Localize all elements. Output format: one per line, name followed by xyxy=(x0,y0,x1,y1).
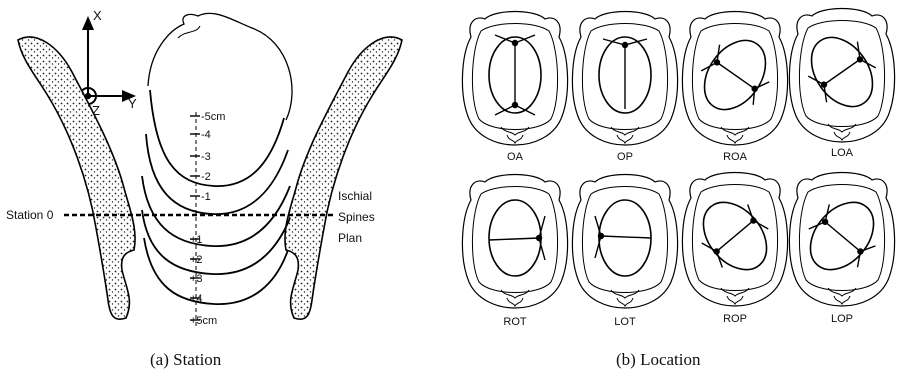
right-pelvic-bone xyxy=(285,37,402,319)
pelvis-outline xyxy=(462,175,567,309)
tick-plus-1: +1 xyxy=(190,234,203,246)
pelvis-outline xyxy=(572,175,677,309)
fontanelle-dot xyxy=(622,42,628,48)
suture-lines xyxy=(701,45,770,107)
location-label-op: OP xyxy=(617,151,633,163)
tick-minus-4: -4 xyxy=(201,129,211,141)
location-glyph-roa xyxy=(682,12,787,146)
tick-plus-4: +4 xyxy=(190,293,203,305)
location-glyph-rop xyxy=(682,173,787,307)
axis-indicator xyxy=(80,16,136,104)
fetal-head xyxy=(689,27,783,125)
left-pelvic-bone xyxy=(18,37,135,319)
fetal-head xyxy=(489,35,541,115)
fontanelle-dot xyxy=(750,84,759,93)
location-glyph-lop xyxy=(789,173,894,307)
tick-minus-2: -2 xyxy=(201,171,211,183)
location-diagram: OA OP ROA LOA ROT LOT ROP LOP xyxy=(440,0,906,340)
location-label-lop: LOP xyxy=(831,313,853,325)
suture-lines xyxy=(809,204,877,268)
location-label-rot: ROT xyxy=(503,316,527,328)
location-label-rop: ROP xyxy=(723,313,747,325)
suture-lines xyxy=(808,42,876,103)
fetal-head xyxy=(599,37,651,113)
caption-location: (b) Location xyxy=(616,350,701,370)
axis-y-label: Y xyxy=(128,96,137,111)
plane-label-line-2: Spines xyxy=(338,210,375,224)
fontanelle-dot xyxy=(598,233,604,239)
tick-minus-3: -3 xyxy=(201,151,211,163)
location-glyph-rot xyxy=(462,175,567,309)
fetal-head xyxy=(489,200,545,276)
fontanelle-dot xyxy=(512,40,518,46)
location-glyph-lot xyxy=(572,175,677,309)
fetal-head xyxy=(795,188,891,286)
suture-lines xyxy=(603,39,647,109)
location-label-loa: LOA xyxy=(831,147,854,159)
location-glyph-loa xyxy=(789,9,894,143)
tick-plus-2: +2 xyxy=(190,254,203,266)
tick-minus-1: -1 xyxy=(201,191,211,203)
fontanelle-dot xyxy=(512,102,518,108)
fetal-head xyxy=(595,200,651,276)
fetal-head xyxy=(688,188,783,285)
plane-label-line-1: Ischial xyxy=(338,189,372,203)
tick-minus-5cm: -5cm xyxy=(201,111,225,123)
suture-lines xyxy=(702,204,769,267)
pelvis-outline xyxy=(682,12,787,146)
plane-label-line-3: Plan xyxy=(338,231,362,245)
fetal-head-outline xyxy=(148,13,292,120)
location-label-roa: ROA xyxy=(723,151,748,163)
tick-plus-5cm: +5cm xyxy=(190,315,217,327)
location-label-lot: LOT xyxy=(614,316,636,328)
axis-x-label: X xyxy=(93,8,102,23)
pelvis-outline xyxy=(789,173,894,307)
location-glyph-op xyxy=(572,12,677,146)
location-glyph-oa xyxy=(462,12,567,146)
location-label-oa: OA xyxy=(507,151,524,163)
tick-plus-3: +3 xyxy=(190,273,203,285)
station-zero-label: Station 0 xyxy=(6,208,54,222)
pelvis-outline xyxy=(789,9,894,143)
station-diagram: X Y Z -5cm -4 -3 -2 -1 +1 +2 +3 +4 +5cm … xyxy=(0,0,420,340)
fetal-head xyxy=(796,24,889,121)
fontanelle-dot xyxy=(536,235,542,241)
pelvis-outline xyxy=(682,173,787,307)
caption-station: (a) Station xyxy=(150,350,221,370)
